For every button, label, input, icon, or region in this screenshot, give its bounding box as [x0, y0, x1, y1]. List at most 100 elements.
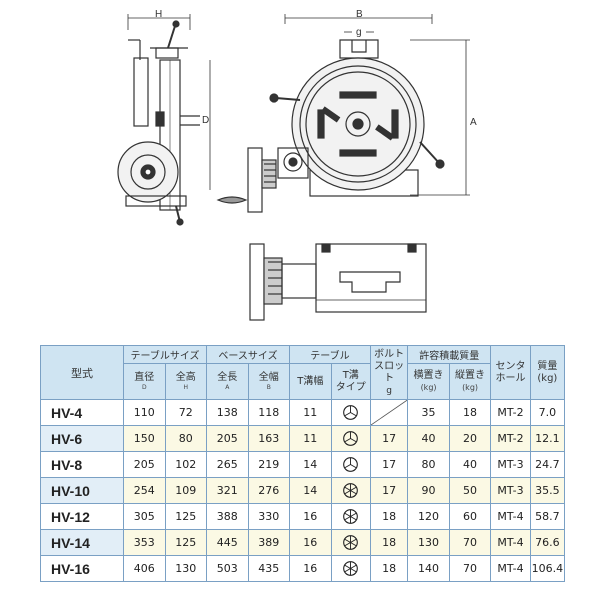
- value-cell-b: 435: [247, 555, 291, 582]
- value-cell-mass: 35.5: [529, 477, 566, 504]
- value-cell-vertical: 70: [448, 529, 492, 556]
- model-cell: HV-14: [40, 529, 124, 556]
- value-cell-h: 125: [164, 529, 208, 556]
- value-cell-center: MT-3: [490, 477, 531, 504]
- value-cell-center: MT-2: [490, 425, 531, 452]
- t-slot-6-way-icon: [343, 535, 359, 550]
- front-view-drawing: [216, 14, 470, 213]
- header-table-size: テーブルサイズ: [122, 345, 208, 364]
- value-cell-t-width: 11: [289, 399, 332, 426]
- model-cell: HV-12: [40, 503, 124, 530]
- header-table: テーブル: [289, 345, 371, 364]
- value-cell-h: 109: [164, 477, 208, 504]
- value-cell-slot: 17: [369, 451, 409, 478]
- value-cell-horizontal: 80: [407, 451, 450, 478]
- value-cell-center: MT-2: [490, 399, 531, 426]
- subheader-horizontal-label: 横置き: [413, 370, 444, 381]
- value-cell-d: 406: [123, 555, 166, 582]
- header-model: 型式: [40, 345, 124, 400]
- value-cell-d: 150: [123, 425, 166, 452]
- model-cell: HV-10: [40, 477, 124, 504]
- subheader-t-slot-width: T溝幅: [289, 363, 332, 400]
- value-cell-d: 305: [123, 503, 166, 530]
- value-cell-vertical: 40: [448, 451, 492, 478]
- value-cell-mass: 24.7: [529, 451, 566, 478]
- value-cell-a: 445: [206, 529, 249, 556]
- value-cell-h: 80: [164, 425, 208, 452]
- value-cell-vertical: 60: [448, 503, 492, 530]
- value-cell-t-width: 14: [289, 477, 332, 504]
- subheader-horizontal-unit: (kg): [420, 383, 437, 392]
- t-slot-type-cell: [330, 555, 371, 582]
- value-cell-horizontal: 40: [407, 425, 450, 452]
- t-slot-3-way-icon: [343, 405, 359, 420]
- subheader-vertical-unit: (kg): [462, 383, 479, 392]
- subheader-t-slot-type: T溝 タイプ: [330, 363, 371, 400]
- value-cell-horizontal: 140: [407, 555, 450, 582]
- bolt-slot-label: ボルト スロット: [374, 348, 405, 384]
- value-cell-t-width: 16: [289, 503, 332, 530]
- t-slot-type-cell: [330, 425, 371, 452]
- header-bolt-slot: ボルト スロット g: [369, 345, 409, 400]
- value-cell-center: MT-4: [490, 529, 531, 556]
- specification-table: 型式 テーブルサイズ ベースサイズ テーブル ボルト スロット g 許容積載質量…: [40, 345, 566, 582]
- value-cell-b: 163: [247, 425, 291, 452]
- value-cell-mass: 106.4: [529, 555, 566, 582]
- t-slot-type-cell: [330, 503, 371, 530]
- subheader-total-length-symbol: A: [225, 384, 230, 391]
- subheader-total-width-symbol: B: [266, 384, 271, 391]
- value-cell-a: 321: [206, 477, 249, 504]
- empty-cell-diagonal: [371, 400, 407, 425]
- value-cell-t-width: 16: [289, 529, 332, 556]
- value-cell-mass: 76.6: [529, 529, 566, 556]
- subheader-diameter-label: 直径: [134, 372, 155, 383]
- bolt-slot-sub-label: g: [386, 385, 392, 396]
- value-cell-d: 110: [123, 399, 166, 426]
- value-cell-b: 389: [247, 529, 291, 556]
- subheader-vertical: 縦置き (kg): [448, 363, 492, 400]
- t-slot-type-cell: [330, 529, 371, 556]
- value-cell-h: 130: [164, 555, 208, 582]
- value-cell-a: 503: [206, 555, 249, 582]
- subheader-diameter-symbol: D: [141, 384, 147, 391]
- side-view-drawing: [117, 14, 211, 226]
- dim-label-h: H: [155, 9, 162, 20]
- t-slot-type-cell: [330, 451, 371, 478]
- t-slot-type-cell: [330, 477, 371, 504]
- value-cell-t-width: 16: [289, 555, 332, 582]
- value-cell-slot: 17: [369, 477, 409, 504]
- model-cell: HV-8: [40, 451, 124, 478]
- t-slot-6-way-icon: [343, 509, 359, 524]
- value-cell-a: 138: [206, 399, 249, 426]
- dim-label-b: B: [356, 9, 363, 20]
- subheader-total-height-label: 全高: [175, 372, 196, 383]
- model-cell: HV-4: [40, 399, 124, 426]
- value-cell-t-width: 11: [289, 425, 332, 452]
- value-cell-slot: 17: [369, 425, 409, 452]
- value-cell-d: 254: [123, 477, 166, 504]
- value-cell-d: 353: [123, 529, 166, 556]
- value-cell-h: 102: [164, 451, 208, 478]
- t-slot-type-cell: [330, 399, 371, 426]
- value-cell-horizontal: 90: [407, 477, 450, 504]
- value-cell-slot: 18: [369, 555, 409, 582]
- value-cell-horizontal: 35: [407, 399, 450, 426]
- value-cell-slot: 18: [369, 529, 409, 556]
- t-slot-6-way-icon: [343, 561, 359, 576]
- value-cell-slot: 18: [369, 503, 409, 530]
- value-cell-vertical: 70: [448, 555, 492, 582]
- technical-drawings: H D: [117, 9, 477, 321]
- t-slot-3-way-icon: [343, 457, 359, 472]
- value-cell-d: 205: [123, 451, 166, 478]
- value-cell-vertical: 50: [448, 477, 492, 504]
- dim-label-a: A: [470, 117, 477, 128]
- subheader-vertical-label: 縦置き: [455, 370, 486, 381]
